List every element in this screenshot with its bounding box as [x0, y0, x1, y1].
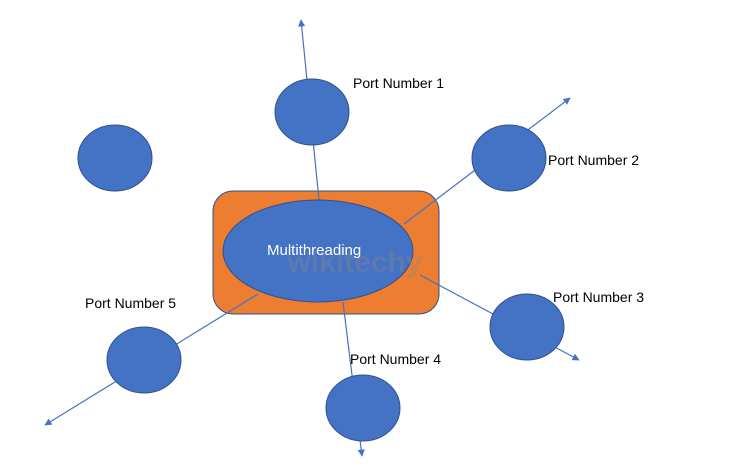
port-5-label: Port Number 5 [85, 295, 177, 311]
multithreading-ellipse [222, 199, 414, 303]
port-4-node [325, 374, 401, 442]
port-3-label: Port Number 3 [553, 289, 645, 305]
center-label: Multithreading [267, 242, 362, 259]
port-1-label: Port Number 1 [353, 75, 445, 91]
unconnected-node [77, 124, 153, 192]
port-5-node [106, 326, 182, 394]
port-4-label: Port Number 4 [350, 351, 442, 367]
port-1-node [274, 78, 350, 146]
port-2-label: Port Number 2 [548, 152, 640, 168]
port-3-node [489, 293, 565, 361]
port-2-node [471, 124, 547, 192]
watermark-logo: wikitechy [286, 246, 422, 279]
